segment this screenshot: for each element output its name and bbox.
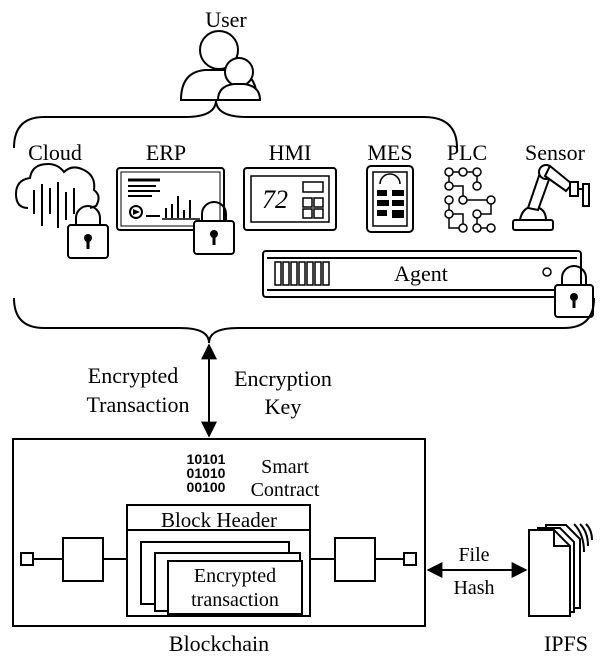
mes-device-icon — [366, 165, 414, 233]
agent-lock-icon — [554, 265, 594, 318]
sensor-robot-arm-icon — [512, 164, 590, 231]
block-header-label: Block Header — [161, 508, 277, 532]
mes-label: MES — [367, 140, 412, 165]
user-label: User — [205, 7, 247, 32]
chain-block-right — [334, 537, 376, 582]
user-icon — [179, 30, 262, 101]
blockchain-container — [12, 438, 426, 627]
hmi-label: HMI — [269, 140, 312, 165]
cloud-lock-icon — [67, 205, 109, 259]
binary-line-2: 01010 — [187, 465, 226, 481]
ipfs-files-icon — [528, 523, 593, 617]
encryption-key-label-line2: Key — [265, 394, 302, 419]
smart-contract-label-line1: Smart — [261, 456, 309, 478]
plc-circuit-icon — [444, 167, 496, 233]
cloud-icon — [14, 162, 100, 228]
chain-node-right-small — [403, 552, 417, 566]
sensor-label: Sensor — [525, 140, 586, 165]
erp-lock-icon — [193, 201, 235, 255]
erp-dashboard-icon — [116, 167, 225, 231]
agent-server — [262, 250, 582, 298]
tx-card-front — [167, 560, 303, 615]
file-hash-label-line1: File — [458, 544, 489, 566]
encrypted-transaction-label-line2: Transaction — [86, 392, 189, 417]
encrypted-transaction-label-line1: Encrypted — [88, 363, 178, 388]
erp-label: ERP — [146, 140, 186, 165]
hmi-display-readout: 72 — [262, 185, 288, 214]
cloud-label: Cloud — [28, 140, 82, 165]
blockchain-label: Blockchain — [169, 631, 269, 656]
block-tx-label-line1: Encrypted — [194, 565, 276, 587]
smart-contract-label-line2: Contract — [251, 479, 320, 501]
hmi-panel-icon: 72 — [243, 167, 337, 231]
top-brace — [13, 99, 458, 149]
plc-label: PLC — [447, 140, 487, 165]
file-hash-label-line2: Hash — [453, 577, 494, 599]
encryption-key-label-line1: Encryption — [234, 366, 332, 391]
ipfs-label: IPFS — [544, 631, 588, 656]
binary-line-1: 10101 — [187, 451, 226, 467]
agent-label: Agent — [394, 261, 448, 286]
main-block — [126, 504, 311, 617]
block-tx-label-line2: transaction — [191, 589, 279, 611]
chain-node-left-small — [20, 552, 34, 566]
chain-block-left — [62, 537, 104, 582]
binary-line-3: 00100 — [187, 479, 226, 495]
bottom-brace — [13, 297, 595, 344]
